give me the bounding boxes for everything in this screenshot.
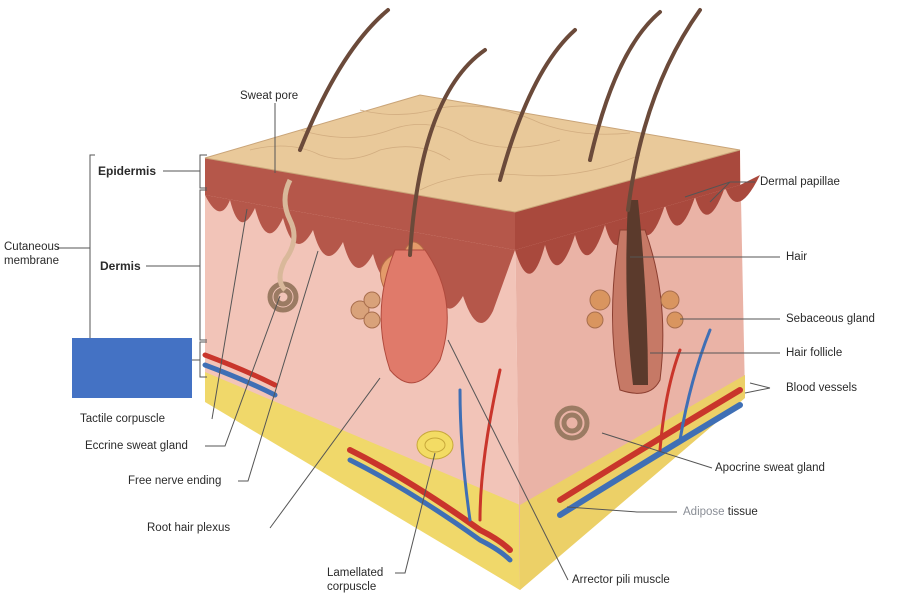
lamellated-corpuscle-shape <box>416 430 454 460</box>
label-root-hair-plexus: Root hair plexus <box>147 522 231 534</box>
label-adipose-tissue: Adipose tissue <box>683 505 758 519</box>
label-line: membrane <box>4 255 59 267</box>
dermal-papillae-right <box>515 175 760 274</box>
apocrine-sweat-gland-coil <box>554 405 590 441</box>
label-sweat-pore: Sweat pore <box>240 90 299 102</box>
label-cutaneous-membrane: Cutaneous membrane <box>4 240 60 268</box>
label-line: Lamellated <box>327 567 384 579</box>
hidden-label-box <box>72 338 192 398</box>
skin-surface <box>204 94 741 213</box>
label-dermis: Dermis <box>100 259 141 273</box>
label-tactile-corpuscle: Tactile corpuscle <box>80 413 166 425</box>
epidermis-front <box>205 158 515 250</box>
label-lamellated-corpuscle: Lamellated corpuscle <box>327 566 383 594</box>
label-sebaceous-gland: Sebaceous gland <box>786 313 875 325</box>
label-word: Adipose <box>683 506 725 518</box>
hypodermis-front <box>205 372 520 590</box>
label-epidermis: Epidermis <box>98 164 157 178</box>
label-blood-vessels: Blood vessels <box>786 382 857 394</box>
hypodermis-right <box>520 375 745 590</box>
label-hair: Hair <box>786 251 808 263</box>
label-dermal-papillae: Dermal papillae <box>760 176 840 188</box>
hair-follicle-left <box>380 249 448 384</box>
hair-shaft <box>298 8 390 152</box>
label-eccrine-sweat-gland: Eccrine sweat gland <box>85 440 188 452</box>
label-arrector-pili-muscle: Arrector pili muscle <box>572 574 670 586</box>
label-apocrine-sweat-gland: Apocrine sweat gland <box>715 462 825 474</box>
label-hair-follicle: Hair follicle <box>786 347 843 359</box>
label-free-nerve-ending: Free nerve ending <box>128 475 222 487</box>
label-line: corpuscle <box>327 581 377 593</box>
label-word: tissue <box>727 506 758 518</box>
label-line: Cutaneous <box>4 241 60 253</box>
